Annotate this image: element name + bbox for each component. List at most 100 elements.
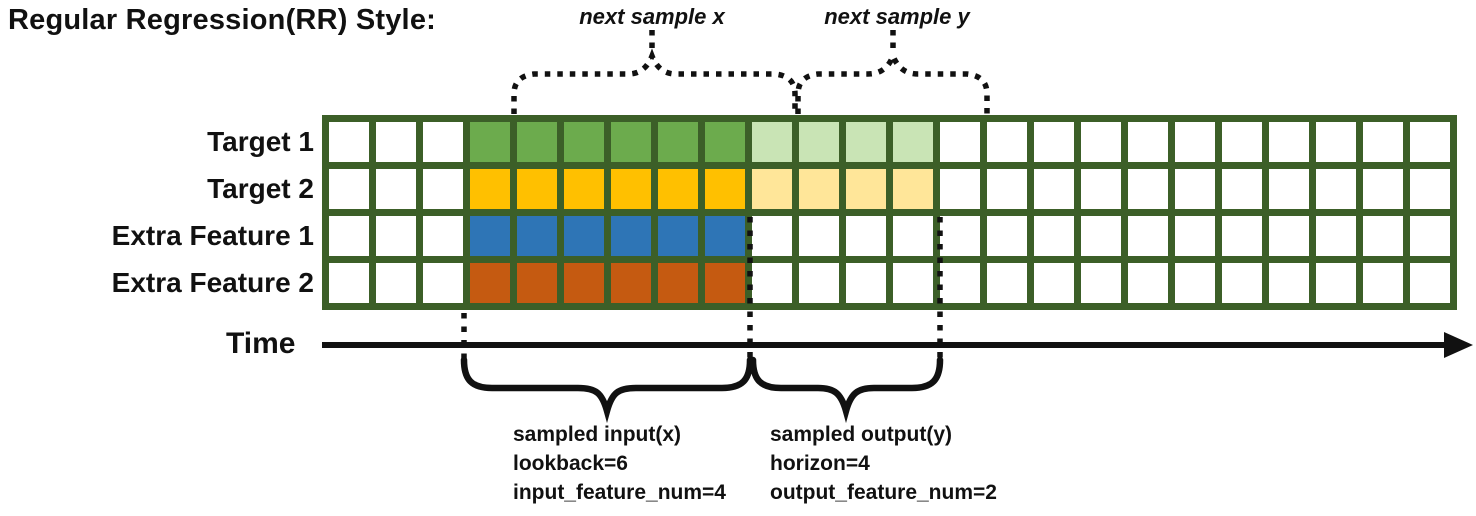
grid-cell <box>1363 122 1403 162</box>
grid-cell <box>329 263 369 303</box>
grid-cell <box>1128 122 1168 162</box>
grid-cell <box>1410 169 1450 209</box>
grid-cell <box>1128 216 1168 256</box>
grid-cell <box>1269 263 1309 303</box>
grid-cell <box>329 122 369 162</box>
grid-cell <box>658 169 698 209</box>
grid-cell <box>1222 169 1262 209</box>
grid-cell <box>1034 169 1074 209</box>
grid-cell <box>1316 169 1356 209</box>
grid-cell <box>705 263 745 303</box>
grid-cell <box>940 169 980 209</box>
grid-cell <box>893 169 933 209</box>
grid-cell <box>517 216 557 256</box>
grid-cell <box>423 122 463 162</box>
grid-cell <box>564 169 604 209</box>
grid-cell <box>611 216 651 256</box>
grid-cell <box>705 169 745 209</box>
grid-cell <box>1222 216 1262 256</box>
grid-cell <box>1081 263 1121 303</box>
grid-cell <box>846 169 886 209</box>
time-axis-arrowhead-icon <box>1444 332 1473 358</box>
grid-cell <box>1316 216 1356 256</box>
lookback-value: lookback=6 <box>513 452 628 475</box>
grid-cell <box>470 216 510 256</box>
grid-cell <box>423 169 463 209</box>
grid-cell <box>705 216 745 256</box>
grid-cell <box>1222 263 1262 303</box>
grid-cell <box>987 122 1027 162</box>
grid-cell <box>1269 122 1309 162</box>
sampled-output-title: sampled output(y) <box>770 423 952 446</box>
grid-cell <box>611 169 651 209</box>
grid-cell <box>611 263 651 303</box>
sampled-input-brace <box>460 356 754 424</box>
grid-cell <box>752 122 792 162</box>
grid-cell <box>1081 216 1121 256</box>
row-label-target-1: Target 1 <box>207 126 314 157</box>
grid-cell <box>423 216 463 256</box>
grid-cell <box>799 263 839 303</box>
grid-cell <box>470 122 510 162</box>
grid-cell <box>1316 122 1356 162</box>
output-feature-num: output_feature_num=2 <box>770 481 997 504</box>
grid-cell <box>1128 263 1168 303</box>
grid-cell <box>1034 216 1074 256</box>
grid-cell <box>376 122 416 162</box>
grid-cell <box>376 216 416 256</box>
grid-cell <box>1175 263 1215 303</box>
grid-cell <box>517 122 557 162</box>
grid-cell <box>1222 122 1262 162</box>
grid-cell <box>564 216 604 256</box>
grid-cell <box>1363 216 1403 256</box>
sampled-input-caption: sampled input(x) lookback=6 input_featur… <box>513 420 726 507</box>
next-sample-y-brace <box>795 48 990 114</box>
input-feature-num: input_feature_num=4 <box>513 481 726 504</box>
grid-cell <box>846 216 886 256</box>
next-sample-x-label: next sample x <box>579 4 725 29</box>
grid-cell <box>1363 263 1403 303</box>
sampled-input-title: sampled input(x) <box>513 423 682 446</box>
grid-cell <box>940 216 980 256</box>
grid-cell <box>564 263 604 303</box>
grid-cell <box>940 263 980 303</box>
horizon-value: horizon=4 <box>770 452 870 475</box>
row-label-target-2: Target 2 <box>207 173 314 204</box>
grid-cell <box>846 122 886 162</box>
grid-cell <box>1128 169 1168 209</box>
grid-cell <box>1269 169 1309 209</box>
grid-cell <box>1034 122 1074 162</box>
grid-cell <box>376 263 416 303</box>
grid-cell <box>658 122 698 162</box>
grid-cell <box>799 122 839 162</box>
grid-cell <box>987 216 1027 256</box>
grid-cell <box>611 122 651 162</box>
sampled-output-brace <box>749 356 944 424</box>
grid-cell <box>1410 216 1450 256</box>
grid-cell <box>1081 122 1121 162</box>
grid-cell <box>470 263 510 303</box>
grid-cell <box>517 169 557 209</box>
grid-cell <box>658 216 698 256</box>
grid-cell <box>1410 122 1450 162</box>
grid-cell <box>799 216 839 256</box>
grid-cell <box>517 263 557 303</box>
page-title: Regular Regression(RR) Style: <box>8 4 436 36</box>
grid-cell <box>1410 263 1450 303</box>
grid-cell <box>1081 169 1121 209</box>
grid-cell <box>658 263 698 303</box>
row-label-extra-feature-2: Extra Feature 2 <box>111 267 314 298</box>
grid-cell <box>752 263 792 303</box>
grid-cell <box>1269 216 1309 256</box>
grid <box>322 115 1457 310</box>
next-sample-x-brace <box>511 48 798 114</box>
grid-cell <box>752 169 792 209</box>
grid-cell <box>376 169 416 209</box>
grid-cell <box>799 169 839 209</box>
grid-cell <box>893 263 933 303</box>
grid-cell <box>846 263 886 303</box>
grid-cell <box>893 122 933 162</box>
grid-cell <box>1363 169 1403 209</box>
grid-cell <box>1316 263 1356 303</box>
row-label-extra-feature-1: Extra Feature 1 <box>111 220 314 251</box>
